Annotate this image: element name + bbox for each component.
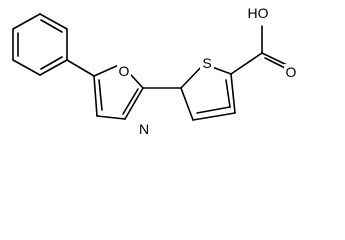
hydroxyl-label: HO: [248, 5, 269, 21]
oxazole-oxygen-label: O: [119, 63, 130, 79]
thiophene-sulfur-label: S: [202, 55, 211, 71]
phenyl-oxazole-bond: [66, 59, 95, 77]
structure-diagram: O N S HO O: [12, 5, 298, 137]
thiophene-carboxyl-bond: [230, 52, 263, 75]
oxazole-nitrogen-label: N: [139, 121, 149, 137]
carbonyl-oxygen-label: O: [286, 64, 297, 80]
phenyl-ring: [12, 13, 68, 76]
thiophene-ring: [180, 63, 236, 121]
